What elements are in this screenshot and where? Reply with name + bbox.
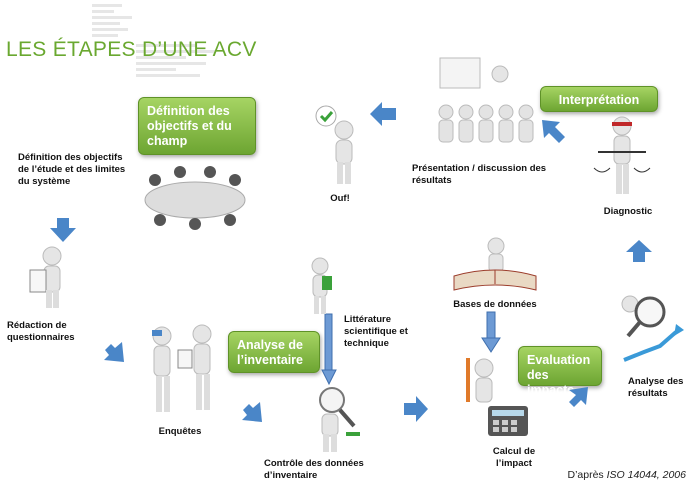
arrow-left-2-icon (569, 387, 588, 407)
decorative-stripes (92, 4, 216, 77)
label-definition-desc: Définition des objectifs de l’étude et d… (18, 152, 126, 187)
meeting-table-icon (144, 166, 246, 230)
magnifier-person-icon (319, 387, 360, 452)
database-book-icon (453, 237, 537, 291)
calculator-person-icon (466, 358, 528, 436)
arrow-right-icon (404, 396, 428, 422)
label-bases: Bases de données (453, 299, 537, 310)
arrow-up-icon (626, 240, 652, 262)
label-analyse: Analyse des résultats (628, 376, 684, 399)
reading-person-icon (311, 257, 332, 314)
arrow-left-icon (370, 102, 396, 126)
label-calcul: Calcul de l’impact (492, 446, 536, 469)
label-redaction: Rédaction de questionnaires (7, 320, 75, 343)
interview-people-icon (152, 324, 212, 412)
box-definition: Définition des objectifs et du champ (138, 97, 256, 155)
arrow-up-left-icon (542, 120, 565, 143)
clipboard-person-icon (29, 246, 62, 308)
label-diagnostic: Diagnostic (603, 206, 653, 217)
page-title: LES ÉTAPES D’UNE ACV (6, 38, 257, 61)
label-controle: Contrôle des données d’inventaire (264, 458, 364, 481)
audience-presentation-icon (438, 57, 534, 143)
person-check-icon (315, 105, 354, 184)
chart-magnifier-icon (621, 295, 684, 362)
label-enquetes: Enquêtes (158, 426, 202, 437)
source-citation: D’après ISO 14044, 2006 (567, 469, 686, 481)
arrow-down-right-2-icon (242, 402, 262, 422)
arrow-down-thin-2-icon (321, 313, 337, 386)
justice-scale-icon (593, 116, 651, 194)
box-inventaire: Analyse de l’inventaire (228, 331, 320, 373)
arrow-down-thin-icon (481, 311, 501, 353)
arrow-down-icon (50, 218, 76, 242)
box-interpretation: Interprétation (540, 86, 658, 112)
box-impacts: Evaluation des impacts (518, 346, 602, 397)
label-presentation: Présentation / discussion des résultats (412, 163, 547, 186)
label-ouf: Ouf! (330, 193, 350, 204)
label-litterature: Littérature scientifique et technique (344, 314, 408, 349)
arrow-down-right-icon (104, 342, 124, 362)
